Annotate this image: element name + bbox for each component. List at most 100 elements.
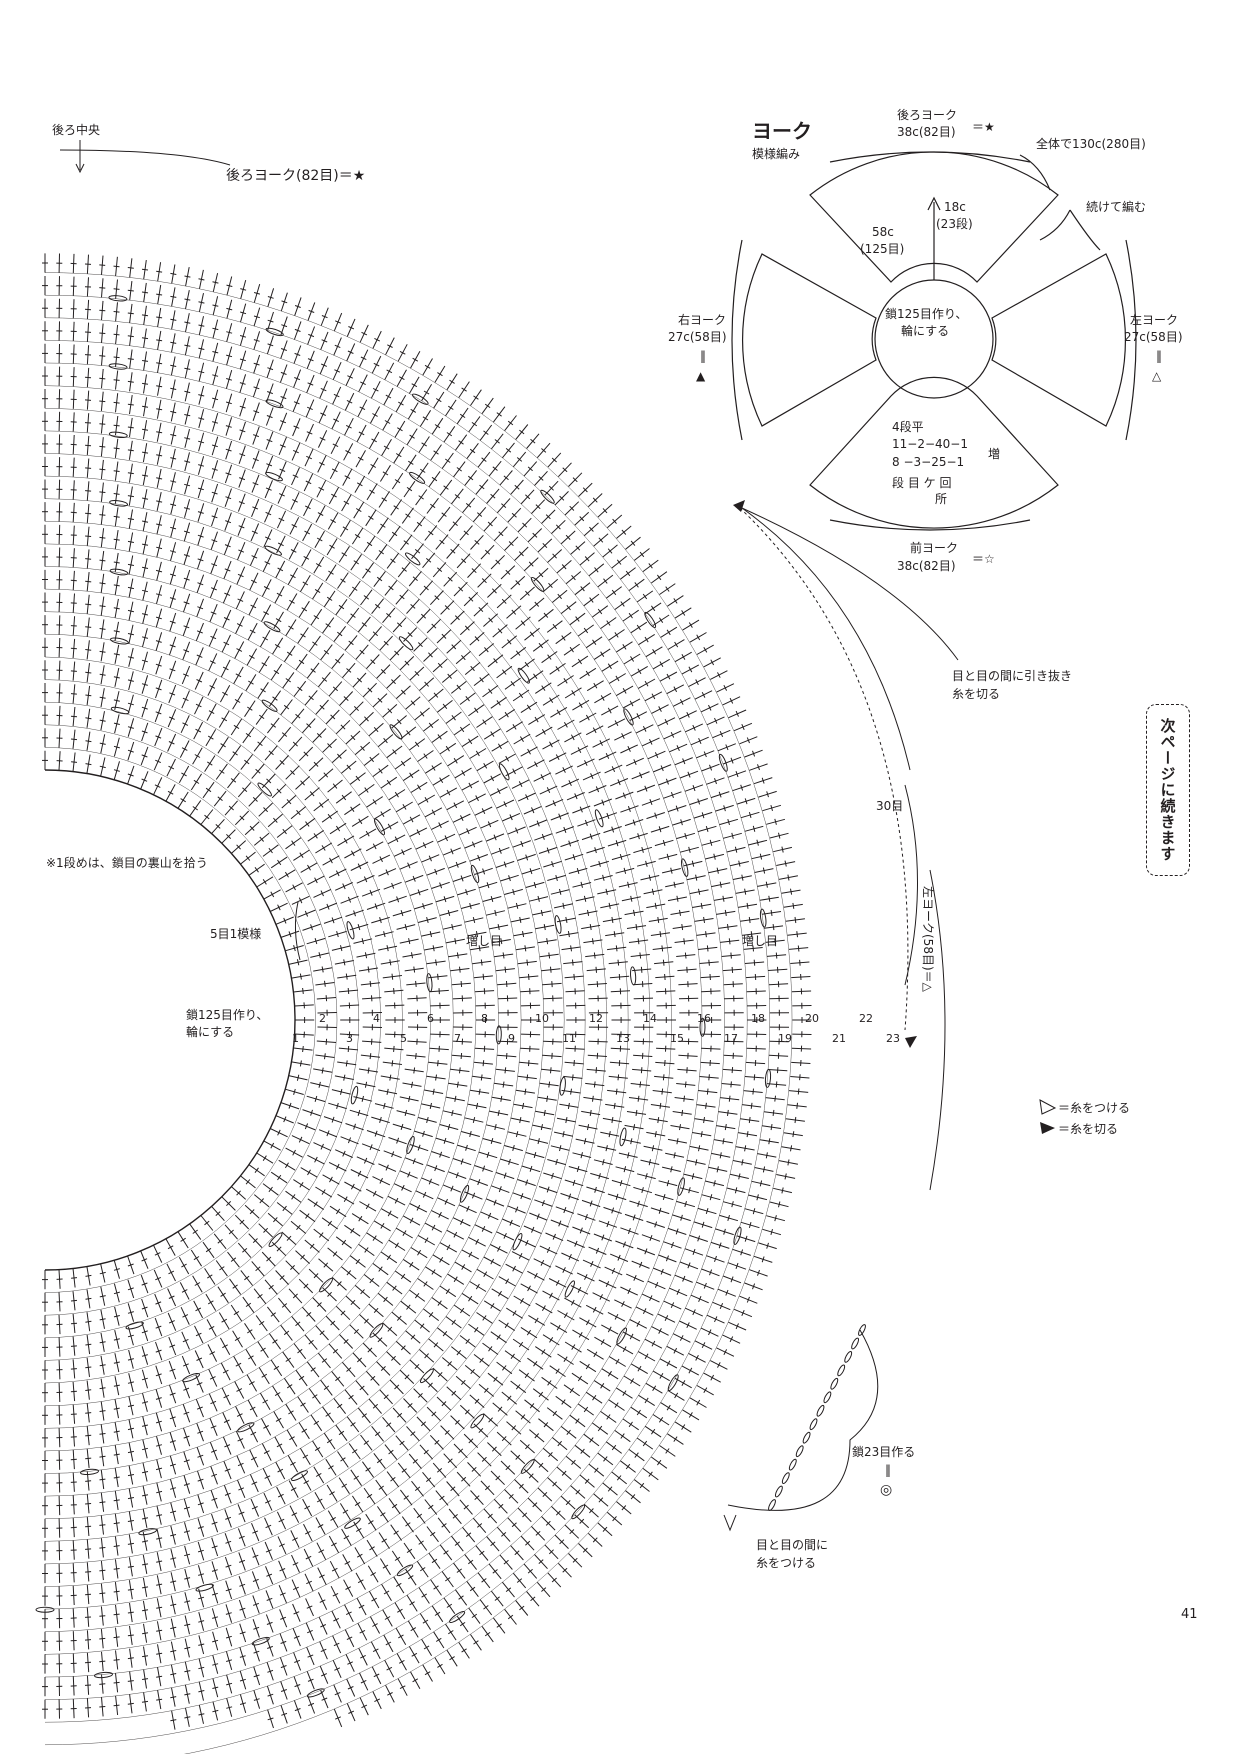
stitch-bar	[85, 604, 91, 605]
stitch-bar	[404, 541, 409, 545]
stitch-bar	[641, 1067, 642, 1073]
stitch-bar	[685, 1082, 686, 1088]
stitch-bar	[247, 1330, 252, 1333]
stitch-bar	[598, 609, 602, 614]
stitch-bar	[324, 1386, 329, 1390]
stitch-bar	[142, 269, 148, 270]
stitch-bar	[519, 1342, 522, 1347]
stitch-bar	[370, 490, 375, 493]
stitch-bar	[170, 504, 176, 505]
stitch-bar	[114, 516, 120, 517]
stitch-bar	[85, 650, 91, 651]
stitch-chain	[182, 1372, 201, 1383]
stitch-bar	[773, 1110, 774, 1116]
stitch-bar	[128, 1681, 134, 1682]
stitch-bar	[247, 707, 252, 710]
stitch-bar	[100, 1319, 106, 1320]
stitch-bar	[709, 1074, 710, 1080]
stitch-bar	[466, 696, 470, 701]
stitch-bar	[497, 1335, 501, 1340]
stitch-bar	[193, 1230, 198, 1234]
stitch-bar	[156, 547, 162, 548]
stitch-bar	[344, 1197, 347, 1202]
stitch-bar	[128, 610, 134, 611]
stitch-bar	[303, 988, 304, 994]
stitch-bar	[391, 1477, 396, 1481]
stitch-bar	[530, 632, 534, 637]
stitch-bar	[747, 1131, 748, 1137]
stitch-bar	[594, 953, 595, 959]
stitch-bar	[535, 1318, 538, 1323]
stitch-bar	[312, 1395, 317, 1399]
stitch-bar	[680, 1124, 681, 1130]
stitch-bar	[556, 666, 559, 671]
stitch-bar	[114, 425, 120, 426]
stitch-bar	[590, 924, 591, 930]
stitch-bar	[99, 1707, 105, 1708]
stitch-bar	[380, 524, 385, 527]
stitch-bar	[548, 1381, 552, 1386]
stitch-bar	[520, 737, 523, 742]
stitch-bar	[362, 1096, 363, 1102]
stitch-bar	[235, 1338, 240, 1341]
stitch-bar	[100, 1479, 106, 1480]
stitch-bar	[653, 649, 656, 654]
stitch-bar	[194, 1257, 199, 1260]
stitch-bar	[538, 1138, 539, 1144]
stitch-bar	[498, 924, 499, 930]
stitch-bar	[489, 689, 493, 694]
stitch-bar	[739, 1174, 740, 1180]
stitch-bar	[574, 1060, 575, 1066]
stitch-bar	[328, 814, 332, 819]
stitch-bar	[170, 1720, 176, 1721]
stitch-bar	[675, 1393, 678, 1398]
stitch-bar	[544, 1110, 545, 1116]
stitch-bar	[114, 1477, 120, 1478]
stitch-bar	[655, 903, 656, 909]
stitch-bar	[735, 847, 736, 853]
stitch-bar	[590, 1438, 594, 1443]
stitch-bar	[704, 647, 707, 652]
stitch-bar	[745, 889, 746, 895]
stitch-bar	[384, 446, 389, 449]
stitch-bar	[396, 454, 401, 457]
stitch-bar	[412, 1082, 413, 1088]
stitch-bar	[387, 1089, 388, 1095]
stitch-bar	[219, 770, 224, 773]
stitch-bar	[184, 322, 190, 323]
stitch-bar	[433, 1089, 434, 1095]
stitch-bar	[358, 457, 363, 460]
stitch-bar	[484, 431, 489, 435]
stitch-bar	[342, 795, 346, 800]
stitch-bar	[651, 606, 654, 611]
stitch-bar	[388, 1211, 391, 1216]
stitch-bar	[609, 1131, 610, 1137]
stitch-bar	[299, 1376, 304, 1380]
stitch-bar	[99, 1548, 105, 1549]
stitch-chain	[138, 1527, 157, 1535]
stitch-bar	[530, 1403, 534, 1408]
stitch-bar	[184, 1647, 190, 1648]
stitch-bar	[100, 1296, 106, 1297]
stitch-bar	[170, 296, 176, 297]
stitch-bar	[208, 736, 213, 739]
stitch-bar	[547, 938, 548, 944]
stitch-bar	[366, 831, 369, 836]
stitch-bar	[525, 945, 526, 951]
stitch-bar	[114, 1523, 120, 1524]
stitch-bar	[438, 974, 439, 980]
stitch-bar	[527, 1075, 528, 1081]
stitch-bar	[366, 1468, 371, 1472]
stitch-bar	[341, 579, 346, 582]
stitch-bar	[525, 662, 529, 667]
stitch-bar	[85, 1344, 91, 1345]
stitch-bar	[476, 1284, 479, 1289]
row-guide-arc	[45, 476, 585, 1564]
stitch-bar	[593, 1395, 596, 1400]
stitch-bar	[142, 567, 148, 568]
stitch-bar	[460, 967, 461, 973]
stitch-bar	[643, 1441, 647, 1446]
stitch-bar	[85, 1367, 91, 1368]
stitch-bar	[760, 854, 761, 860]
